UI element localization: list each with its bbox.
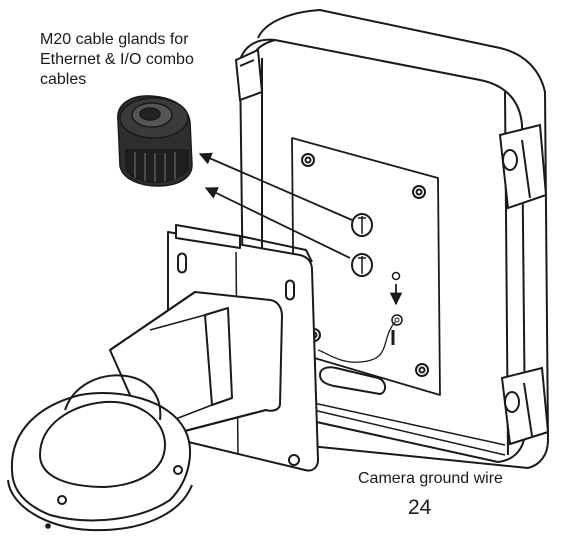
arrow-to-gland-upper	[198, 152, 353, 221]
latch-right-upper	[498, 123, 548, 210]
gland-arrows	[198, 152, 353, 259]
wall-mount-bracket	[7, 224, 319, 532]
cable-glands-caption: M20 cable glands for Ethernet & I/O comb…	[40, 31, 194, 88]
latch-right-lower	[500, 366, 550, 446]
arrow-to-gland-lower	[204, 187, 351, 259]
cable-gland	[117, 95, 193, 187]
latch-left	[234, 48, 264, 102]
ground-wire-caption: Camera ground wire	[358, 470, 503, 487]
page-number: 24	[408, 496, 432, 519]
